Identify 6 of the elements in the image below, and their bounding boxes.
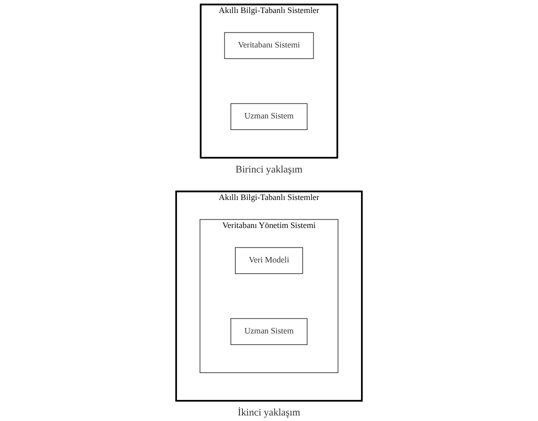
node-box: Uzman Sistem	[230, 103, 308, 130]
caption: İkinci yaklaşım	[238, 407, 300, 418]
node-box: Veritabanı Sistemi	[224, 32, 314, 59]
node-box: Uzman Sistem	[230, 318, 308, 345]
caption: Birinci yaklaşım	[236, 164, 302, 176]
node-box: Veri Modeli	[235, 247, 303, 274]
